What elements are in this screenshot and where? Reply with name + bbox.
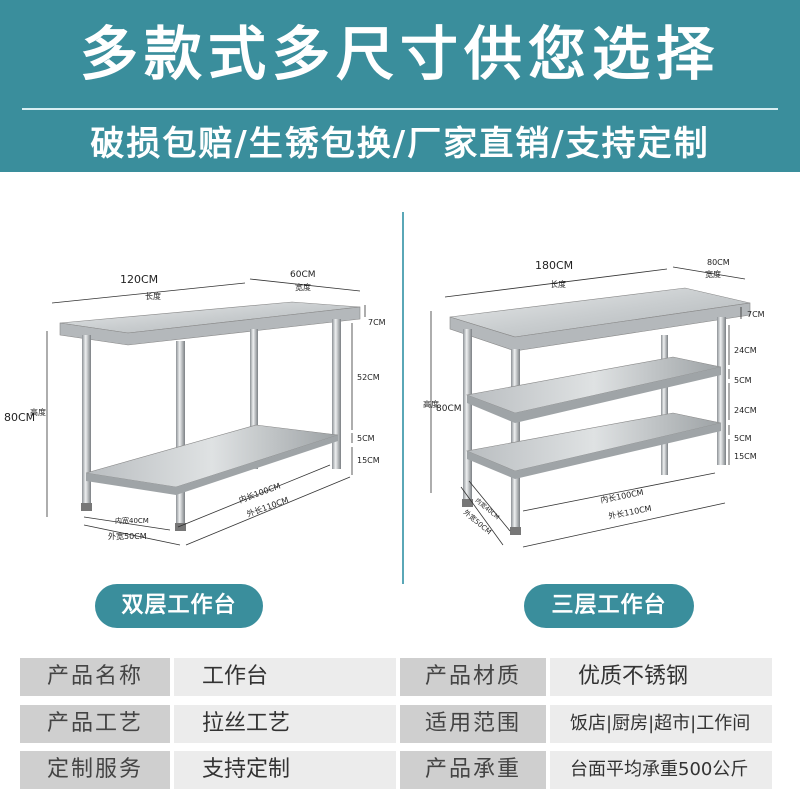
spec-key-scope: 适用范围 — [400, 705, 546, 743]
top-banner: 多款式多尺寸供您选择 破损包赔/生锈包换/厂家直销/支持定制 — [0, 0, 800, 172]
spec-key-process: 产品工艺 — [20, 705, 170, 743]
dim-inner-width: 内宽40CM — [115, 516, 149, 525]
leg-back-left — [661, 335, 668, 475]
three-tier-label: 三层工作台 — [524, 584, 694, 628]
table-top-front-edge — [449, 302, 751, 352]
dim-bottom: 15CM — [357, 456, 380, 465]
leg-back-left — [250, 329, 258, 469]
middle-shelf — [465, 356, 722, 414]
dim-top-thickness: 7CM — [747, 310, 765, 319]
banner-divider — [22, 108, 778, 110]
two-tier-table-illustration: 120CM 长度 60CM 宽度 80CM 高度 7CM 52CM 5CM 15… — [4, 270, 386, 546]
dim-top-thickness: 7CM — [368, 318, 386, 327]
dim-inner-length: 内长100CM — [599, 487, 644, 505]
dim-gap: 52CM — [357, 373, 380, 382]
dim-outer-width: 外宽50CM — [108, 531, 147, 541]
leg-front-right — [511, 349, 520, 529]
dim-height: 80CM — [436, 404, 462, 414]
spec-key-material: 产品材质 — [400, 658, 546, 696]
banner-subtitle: 破损包赔/生锈包换/厂家直销/支持定制 — [90, 124, 710, 164]
dim-width-label: 宽度 — [705, 269, 721, 279]
dim-gap2: 24CM — [734, 406, 757, 415]
spec-value-custom-service: 支持定制 — [174, 751, 396, 789]
dim-gap1: 24CM — [734, 346, 757, 355]
table-top-front-edge — [59, 306, 361, 346]
dim-length-label: 长度 — [145, 291, 161, 301]
dim-length: 120CM — [120, 273, 158, 286]
dim-shelf1: 5CM — [734, 376, 752, 385]
banner-title: 多款式多尺寸供您选择 — [79, 20, 720, 88]
spec-key-custom-service: 定制服务 — [20, 751, 170, 789]
dim-width: 80CM — [707, 258, 730, 267]
spec-value-process: 拉丝工艺 — [174, 705, 396, 743]
leg-front-left — [82, 335, 91, 505]
spec-value-product-name: 工作台 — [174, 658, 396, 696]
leg-back-right — [332, 319, 341, 469]
dim-length: 180CM — [535, 259, 573, 272]
dim-shelf2: 5CM — [734, 434, 752, 443]
leg-front-left — [463, 329, 472, 501]
spec-key-load: 产品承重 — [400, 751, 546, 789]
leg-back-right — [717, 317, 726, 465]
dim-outer-length: 外长110CM — [607, 503, 652, 521]
leg-front-right — [176, 341, 185, 526]
dim-shelf: 5CM — [357, 434, 375, 443]
dim-width-label: 宽度 — [295, 282, 311, 292]
two-tier-label: 双层工作台 — [95, 584, 263, 628]
dim-height: 80CM — [4, 411, 35, 424]
dim-height-label: 高度 — [30, 407, 46, 417]
dim-bottom: 15CM — [734, 452, 757, 461]
spec-value-load: 台面平均承重500公斤 — [550, 751, 772, 789]
bottom-shelf-edge — [86, 435, 338, 495]
bottom-shelf — [465, 412, 722, 472]
three-tier-table-illustration: 180CM 长度 80CM 宽度 80CM 高度 7CM 24CM 5CM 24… — [423, 258, 765, 548]
spec-value-scope: 饭店|厨房|超市|工作间 — [550, 705, 772, 743]
dim-length-label: 长度 — [550, 279, 566, 289]
dim-height-label: 高度 — [423, 399, 439, 409]
spec-key-product-name: 产品名称 — [20, 658, 170, 696]
center-divider — [402, 212, 404, 584]
spec-value-material: 优质不锈钢 — [550, 658, 772, 696]
dim-width: 60CM — [290, 270, 316, 280]
